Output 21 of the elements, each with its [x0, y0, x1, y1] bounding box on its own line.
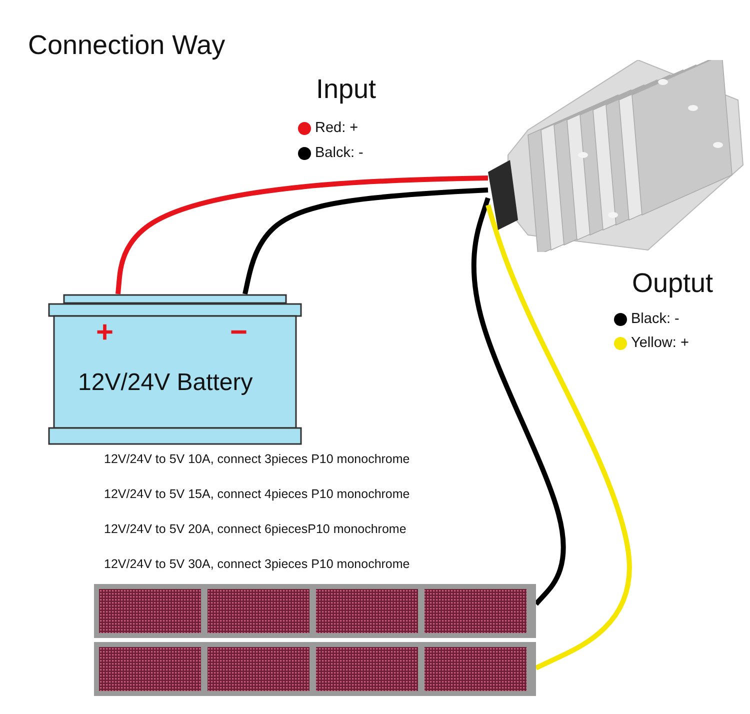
section-heading: Ouptut [632, 268, 714, 299]
wire [486, 204, 632, 670]
note-text: 12V/24V to 5V 30A, connect 3pieces P10 monochrome [104, 557, 410, 571]
note-text: 12V/24V to 5V 15A, connect 4pieces P10 monochrome [104, 487, 410, 501]
legend-label: Balck: - [315, 145, 364, 161]
node-label: 12V/24V Battery [78, 369, 253, 397]
minus-sign: − [230, 316, 248, 350]
plus-sign: + [96, 316, 114, 350]
wire [471, 197, 566, 606]
section-heading: Input [316, 74, 376, 105]
wire [116, 176, 488, 294]
led-panel-drawing [94, 642, 536, 696]
note-text: 12V/24V to 5V 10A, connect 3pieces P10 monochrome [104, 452, 410, 466]
led-panel-drawing [94, 584, 536, 638]
title: Connection Way [28, 30, 226, 61]
legend-label: Yellow: + [631, 335, 689, 351]
legend-label: Black: - [631, 311, 680, 327]
converter-drawing [488, 60, 745, 252]
wire [242, 188, 488, 295]
legend-label: Red: + [315, 120, 358, 136]
note-text: 12V/24V to 5V 20A, connect 6piecesP10 monochrome [104, 522, 406, 536]
